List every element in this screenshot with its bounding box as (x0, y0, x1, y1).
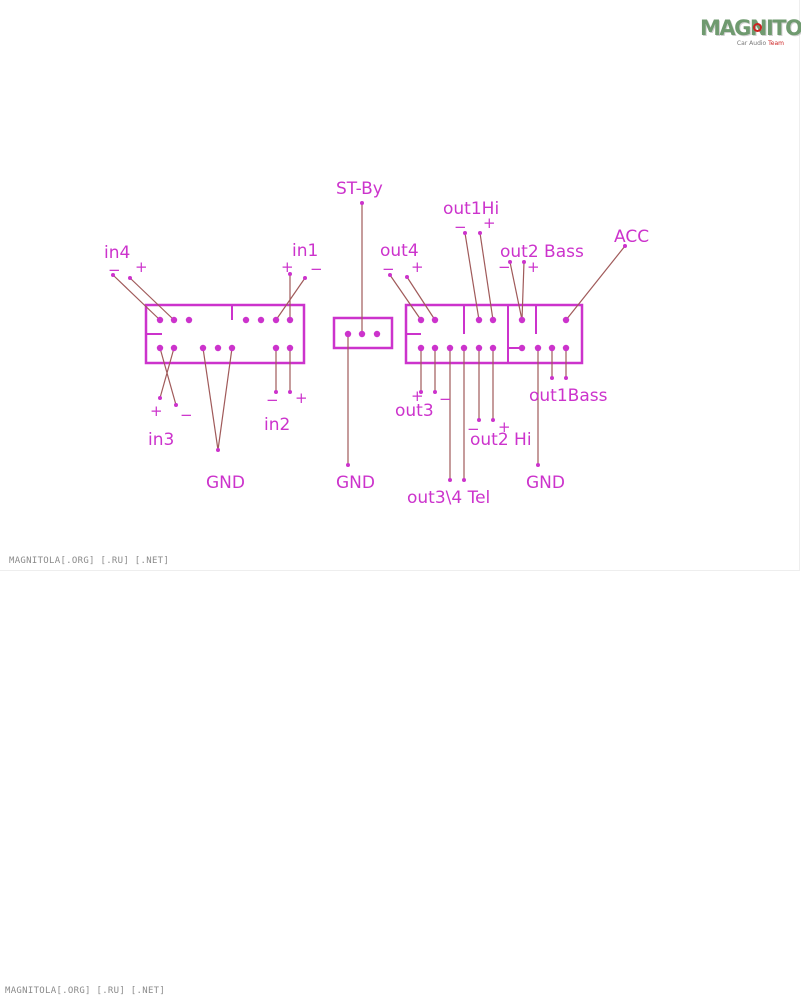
sign-in3-minus: − (180, 406, 193, 424)
output-connector-body (404, 303, 584, 365)
sign-out2bass-plus: + (527, 258, 540, 276)
sign-in1-minus: − (310, 260, 323, 278)
label-out1hi: out1Hi (443, 199, 499, 219)
sign-out1hi-minus: − (454, 218, 467, 236)
label-out3: out3 (395, 401, 434, 421)
label-st-by: ST-By (336, 179, 383, 199)
sign-out1hi-plus: + (483, 214, 496, 232)
label-gnd-mid: GND (336, 473, 375, 493)
sign-out3-minus: − (439, 390, 452, 408)
sign-out4-plus: + (411, 258, 424, 276)
logo-wordmark: MAGNITOLA (700, 16, 801, 40)
connector-pinout-diagram: ST-By in4 in1 in3 in2 GND GND GND out4 o… (104, 179, 649, 508)
sign-in3-plus: + (150, 402, 163, 420)
sign-out3-plus: + (411, 387, 424, 405)
polarity-signs: − + + − + − − + − + − + − + + − − + (108, 214, 540, 438)
label-acc: ACC (614, 227, 649, 247)
watermark-bottom: MAGNITOLA[.ORG] [.RU] [.NET] (5, 986, 166, 996)
label-in3: in3 (148, 430, 174, 450)
pin-traces (112, 203, 626, 480)
sign-in1-plus: + (281, 258, 294, 276)
label-in2: in2 (264, 415, 290, 435)
watermark-top: MAGNITOLA[.ORG] [.RU] [.NET] (9, 556, 170, 566)
label-out4: out4 (380, 241, 419, 261)
trace-endpoints (111, 201, 627, 482)
pin-labels: ST-By in4 in1 in3 in2 GND GND GND out4 o… (104, 179, 649, 508)
sign-in4-plus: + (135, 258, 148, 276)
sign-in2-plus: + (295, 389, 308, 407)
sign-out2hi-minus: − (467, 420, 480, 438)
label-out1bass: out1Bass (529, 386, 608, 406)
magnitola-logo: MAGNITOLA Car Audio Team (700, 16, 801, 50)
sign-out2bass-minus: − (498, 258, 511, 276)
connector-pads (156, 316, 570, 352)
sign-out2hi-plus: + (498, 418, 511, 436)
connector-dividers (146, 305, 537, 363)
label-out34tel: out3\4 Tel (407, 488, 490, 508)
label-gnd-right: GND (526, 473, 565, 493)
logo-subtitle: Car Audio Team (736, 40, 784, 47)
label-out2bass: out2 Bass (500, 242, 584, 262)
sign-in4-minus: − (108, 261, 121, 279)
diagram-panel (0, 0, 800, 571)
label-in4: in4 (104, 243, 130, 263)
sign-out4-minus: − (382, 260, 395, 278)
sign-in2-minus: − (266, 391, 279, 409)
standby-connector-body (332, 316, 394, 350)
label-gnd-left: GND (206, 473, 245, 493)
label-in1: in1 (292, 241, 318, 261)
logo-ring-icon (753, 23, 762, 32)
label-out2hi: out2 Hi (470, 430, 532, 450)
